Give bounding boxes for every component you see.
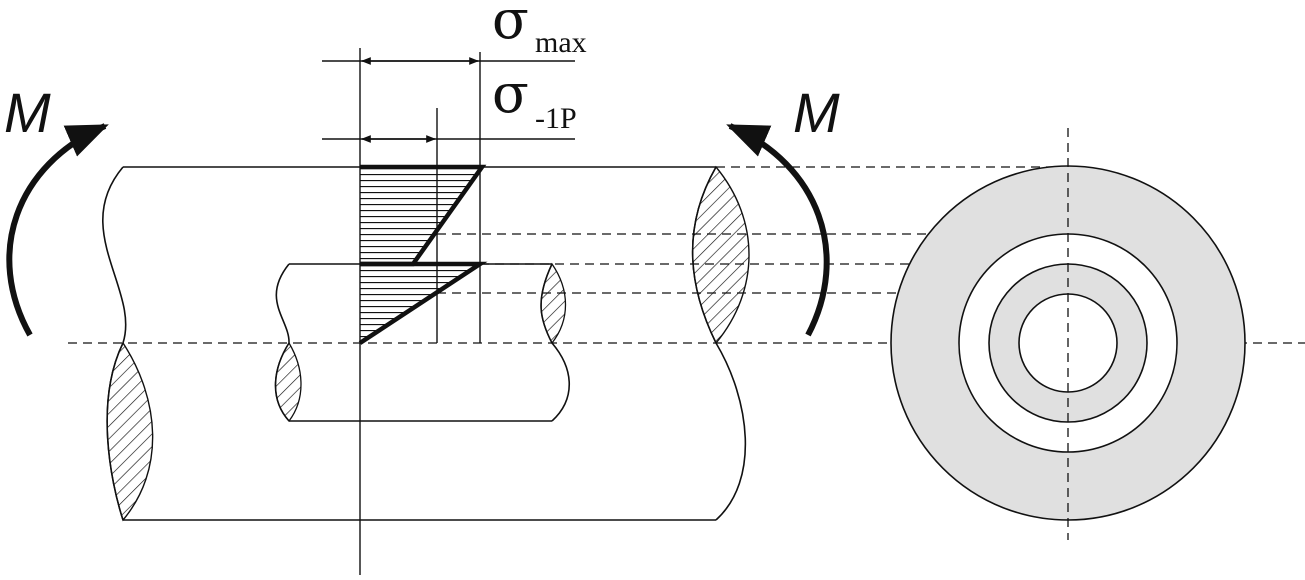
sigma-max-label: σ max (492, 0, 587, 59)
moment-label-right: M (793, 81, 840, 144)
svg-text:σ: σ (492, 62, 529, 125)
outer-right-break-hatch (691, 165, 750, 345)
svg-text:max: max (535, 26, 587, 59)
sigma-fatigue-label: σ -1P (492, 62, 577, 135)
right-moment-arrow (726, 123, 830, 337)
inner-left-break-hatch (274, 341, 302, 423)
outer-left-break-hatch (106, 341, 154, 522)
moment-label-left: M (4, 81, 51, 144)
inner-right-break-hatch (540, 262, 567, 345)
svg-text:σ: σ (492, 0, 529, 51)
left-moment-arrow (6, 123, 109, 337)
outer-stress-triangle (360, 167, 482, 264)
svg-text:-1P: -1P (535, 102, 577, 135)
dimension-lines (322, 48, 575, 575)
